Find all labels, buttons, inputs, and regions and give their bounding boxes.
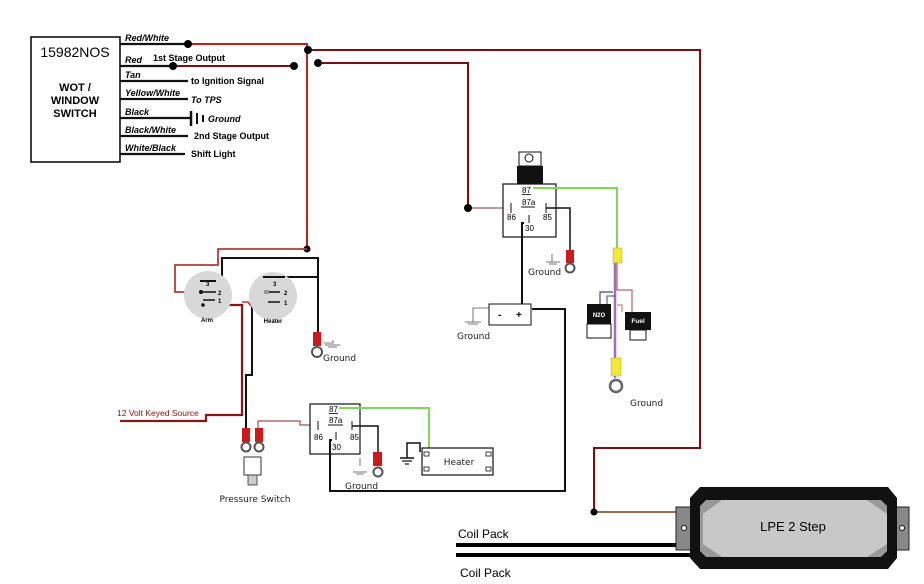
wire-label-tan: Tan <box>125 70 141 80</box>
n2o-solenoid: N2O <box>586 304 612 339</box>
wire-dest-1st-stage: 1st Stage Output <box>153 53 225 63</box>
battery-plus: + <box>516 310 522 321</box>
heater-label: Heater <box>444 458 475 468</box>
svg-text:87a: 87a <box>329 416 343 425</box>
lpe-2-step-module: LPE 2 Step <box>675 487 910 569</box>
svg-text:30: 30 <box>525 224 534 233</box>
svg-text:87a: 87a <box>522 198 536 207</box>
heater-relay: 87 87a 86 85 30 <box>309 403 361 455</box>
wire-label-black: Black <box>125 107 150 117</box>
ground-label: Ground <box>323 354 356 364</box>
heater-element: Heater <box>421 447 494 476</box>
wire-dest-ground: Ground <box>208 114 241 124</box>
wire-label-white-black: White/Black <box>125 143 177 153</box>
red-wires <box>173 43 701 513</box>
fuel-label: Fuel <box>631 318 645 325</box>
toggle-ground-terminal: Ground <box>311 332 356 364</box>
wire-dest-2nd-stage: 2nd Stage Output <box>194 131 269 141</box>
svg-text:85: 85 <box>350 433 359 442</box>
power-source-label: 12 Volt Keyed Source <box>117 408 199 418</box>
heater-ground-symbol <box>400 457 414 465</box>
svg-text:86: 86 <box>507 213 516 222</box>
wire-dest-ignition: to Ignition Signal <box>191 76 264 86</box>
coil-pack-label-2: Coil Pack <box>460 566 512 580</box>
heater-relay-wiring <box>329 308 566 492</box>
switch-ground-symbol <box>189 111 204 126</box>
svg-text:30: 30 <box>332 443 341 452</box>
wot-window-switch: 15982NOS WOT / WINDOW SWITCH <box>30 36 121 163</box>
main-relay-ground: Ground <box>528 250 576 278</box>
heater-relay-ground: Ground <box>345 452 384 492</box>
battery: - + Ground <box>457 303 532 342</box>
wire-label-yellow-white: Yellow/White <box>125 88 180 98</box>
battery-minus: - <box>498 310 501 321</box>
fuse-terminal <box>612 247 623 264</box>
switch-title-line1: WOT / <box>59 82 91 94</box>
junction-dots <box>169 40 598 516</box>
svg-text:Ground: Ground <box>345 482 378 492</box>
svg-text:86: 86 <box>314 433 323 442</box>
svg-text:87: 87 <box>329 405 338 414</box>
svg-text:87: 87 <box>522 186 531 195</box>
svg-text:1: 1 <box>284 301 288 307</box>
switch-title-line2: WINDOW <box>51 95 100 107</box>
pressure-switch-label: Pressure Switch <box>219 495 290 505</box>
svg-text:85: 85 <box>543 213 552 222</box>
switch-wires <box>120 42 190 156</box>
wire-label-black-white: Black/White <box>125 125 176 135</box>
main-relay: 87 87a 86 85 30 <box>502 151 557 238</box>
switch-part-number: 15982NOS <box>40 44 109 60</box>
n2o-label: N2O <box>593 313 606 319</box>
fuel-solenoid: Fuel <box>625 312 651 341</box>
wire-label-red-white: Red/White <box>125 33 169 43</box>
svg-text:2: 2 <box>284 291 288 297</box>
svg-text:3: 3 <box>206 282 210 288</box>
arm-switch: 3 2 1 Arm <box>184 271 232 324</box>
coil-pack-label-1: Coil Pack <box>458 527 510 541</box>
heater-switch: 3 2 1 Heater <box>249 272 297 325</box>
switch-title-line3: SWITCH <box>53 108 96 120</box>
coil-pack-wires: Coil Pack Coil Pack <box>456 527 698 580</box>
wire-dest-tps: To TPS <box>191 95 222 105</box>
solenoid-ground-terminal: Ground <box>608 357 663 409</box>
wire-label-red: Red <box>125 55 143 65</box>
svg-text:1: 1 <box>218 299 222 305</box>
lpe-module-label: LPE 2 Step <box>760 519 826 534</box>
heater-switch-label: Heater <box>264 319 283 325</box>
pressure-switch: Pressure Switch <box>219 420 311 505</box>
arm-switch-label: Arm <box>201 318 213 324</box>
svg-text:2: 2 <box>218 291 222 297</box>
svg-text:Ground: Ground <box>528 268 561 278</box>
svg-text:3: 3 <box>273 282 277 288</box>
svg-text:Ground: Ground <box>457 332 490 342</box>
wire-dest-shift-light: Shift Light <box>191 149 236 159</box>
svg-text:Ground: Ground <box>630 399 663 409</box>
